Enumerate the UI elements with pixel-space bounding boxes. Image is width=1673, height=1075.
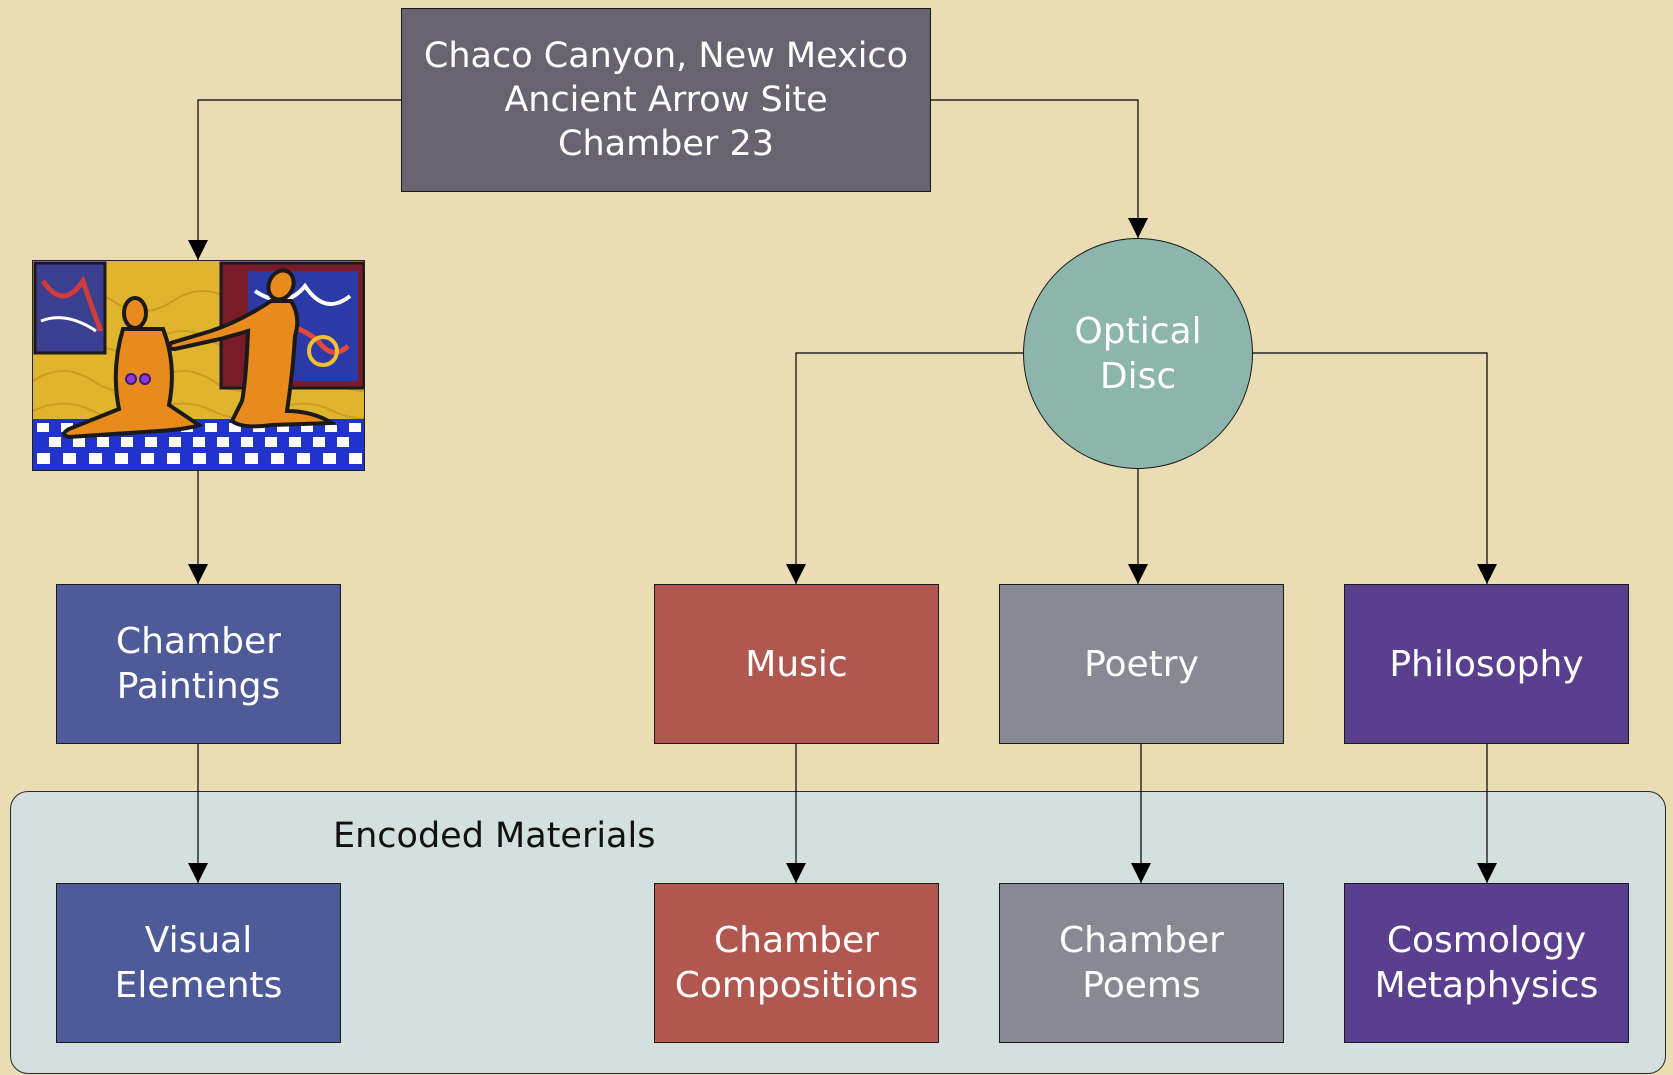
connector-disc-to-philosophy xyxy=(1253,352,1497,584)
connector-root-to-disc xyxy=(931,99,1148,238)
visual-elements-line-2: Elements xyxy=(114,965,283,1006)
poetry-node: Poetry xyxy=(999,584,1284,744)
chamber-compositions-line-2: Compositions xyxy=(674,965,919,1006)
chamber-paintings-node: Chamber Paintings xyxy=(56,584,341,744)
root-node-chaco-canyon: Chaco Canyon, New Mexico Ancient Arrow S… xyxy=(401,8,931,192)
philosophy-label: Philosophy xyxy=(1389,643,1584,685)
chamber-poems-line-1: Chamber xyxy=(1059,920,1224,961)
chamber-paintings-line-1: Chamber xyxy=(116,621,281,662)
music-label: Music xyxy=(745,643,848,685)
root-line-2: Ancient Arrow Site xyxy=(504,80,828,120)
chamber-poems-node: Chamber Poems xyxy=(999,883,1284,1043)
philosophy-node: Philosophy xyxy=(1344,584,1629,744)
chamber-compositions-line-1: Chamber xyxy=(714,920,879,961)
chamber-compositions-node: Chamber Compositions xyxy=(654,883,939,1043)
root-line-1: Chaco Canyon, New Mexico xyxy=(423,36,909,76)
chamber-poems-line-2: Poems xyxy=(1082,965,1201,1006)
disc-line-1: Optical xyxy=(1074,310,1202,352)
chamber-painting-image xyxy=(32,260,365,471)
visual-elements-line-1: Visual xyxy=(144,920,253,961)
visual-elements-node: Visual Elements xyxy=(56,883,341,1043)
root-line-3: Chamber 23 xyxy=(558,124,774,164)
cosmology-metaphysics-line-2: Metaphysics xyxy=(1374,965,1599,1006)
encoded-materials-label: Encoded Materials xyxy=(333,816,656,856)
connector-disc-to-music xyxy=(786,352,1023,584)
poetry-label: Poetry xyxy=(1084,643,1199,685)
optical-disc-node: Optical Disc xyxy=(1023,238,1253,469)
cosmology-metaphysics-line-1: Cosmology xyxy=(1386,920,1587,961)
chamber-paintings-line-2: Paintings xyxy=(116,666,281,707)
disc-line-2: Disc xyxy=(1099,355,1177,397)
music-node: Music xyxy=(654,584,939,744)
connector-root-to-painting xyxy=(188,99,401,260)
cosmology-metaphysics-node: Cosmology Metaphysics xyxy=(1344,883,1629,1043)
